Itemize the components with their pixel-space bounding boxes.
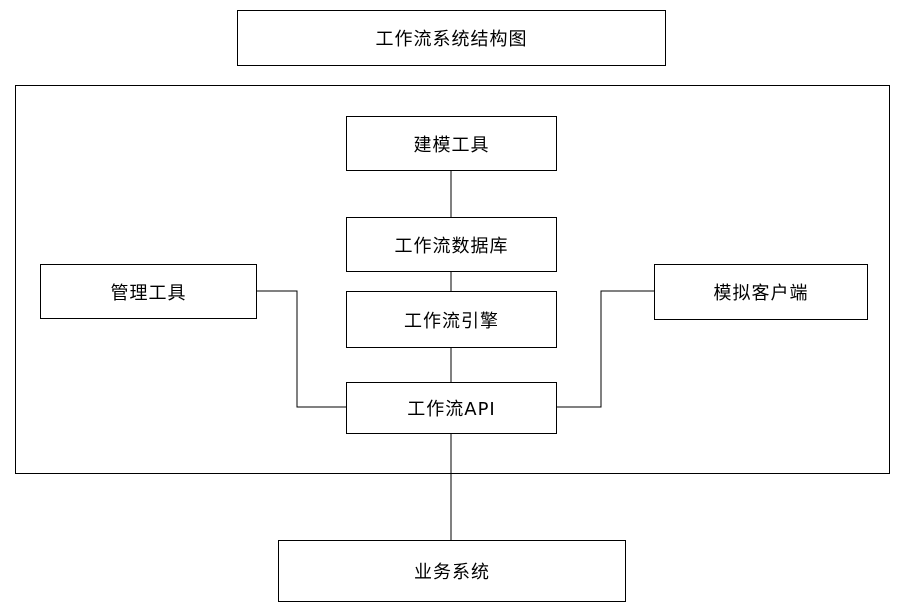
node-workflow-engine-label: 工作流引擎 xyxy=(404,310,499,332)
node-management-tool-label: 管理工具 xyxy=(110,282,187,304)
node-business-system: 业务系统 xyxy=(278,540,626,602)
edge-simulation-to-api xyxy=(557,290,655,408)
diagram-title: 工作流系统结构图 xyxy=(375,29,528,50)
node-workflow-database-label: 工作流数据库 xyxy=(394,235,509,257)
node-simulation-client: 模拟客户端 xyxy=(654,264,868,320)
node-modeling-tool: 建模工具 xyxy=(346,116,557,171)
node-workflow-api-label: 工作流API xyxy=(407,399,496,420)
node-workflow-database: 工作流数据库 xyxy=(346,217,557,272)
system-boundary-frame xyxy=(15,85,890,474)
node-business-system-label: 业务系统 xyxy=(414,562,490,583)
node-modeling-tool-label: 建模工具 xyxy=(413,134,490,156)
node-workflow-engine: 工作流引擎 xyxy=(346,291,557,348)
node-simulation-client-label: 模拟客户端 xyxy=(713,283,809,304)
diagram-title-box: 工作流系统结构图 xyxy=(237,10,666,66)
node-management-tool: 管理工具 xyxy=(40,264,257,319)
edge-management-to-api xyxy=(256,290,346,408)
node-workflow-api: 工作流API xyxy=(346,382,557,434)
